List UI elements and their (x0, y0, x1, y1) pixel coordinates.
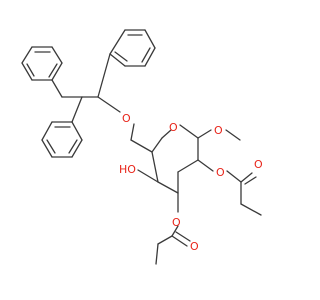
structure-canvas: O O O HO O O O O (21, 29, 263, 265)
phenyl-ring-bottom (41, 96, 83, 158)
ester-c2-oxygen-label: O (216, 166, 225, 179)
phenyl-ring-top (109, 29, 156, 67)
ester-c2-carbonyl-oxygen-label: O (254, 158, 263, 171)
methoxy-group (197, 129, 241, 141)
ester-c3-carbonyl-oxygen-label: O (190, 240, 199, 253)
hydroxyl-label: HO (119, 163, 136, 176)
ch2-linker (130, 123, 153, 153)
ring-oxygen-label: O (169, 121, 178, 134)
atom-labels: O O O HO O O O O (119, 112, 263, 253)
pyranose-ring (151, 124, 199, 194)
methoxy-oxygen-label: O (214, 124, 223, 137)
acetate-c3 (155, 192, 191, 265)
acetate-c2 (197, 159, 262, 216)
molecule-drawing: O O O HO O O O O (21, 29, 263, 265)
trityl-center (81, 53, 121, 113)
hydroxyl-bond (137, 169, 159, 183)
ester-c3-oxygen-label: O (172, 216, 181, 229)
ether-oxygen-label: O (122, 112, 131, 125)
phenyl-ring-left (21, 46, 83, 98)
